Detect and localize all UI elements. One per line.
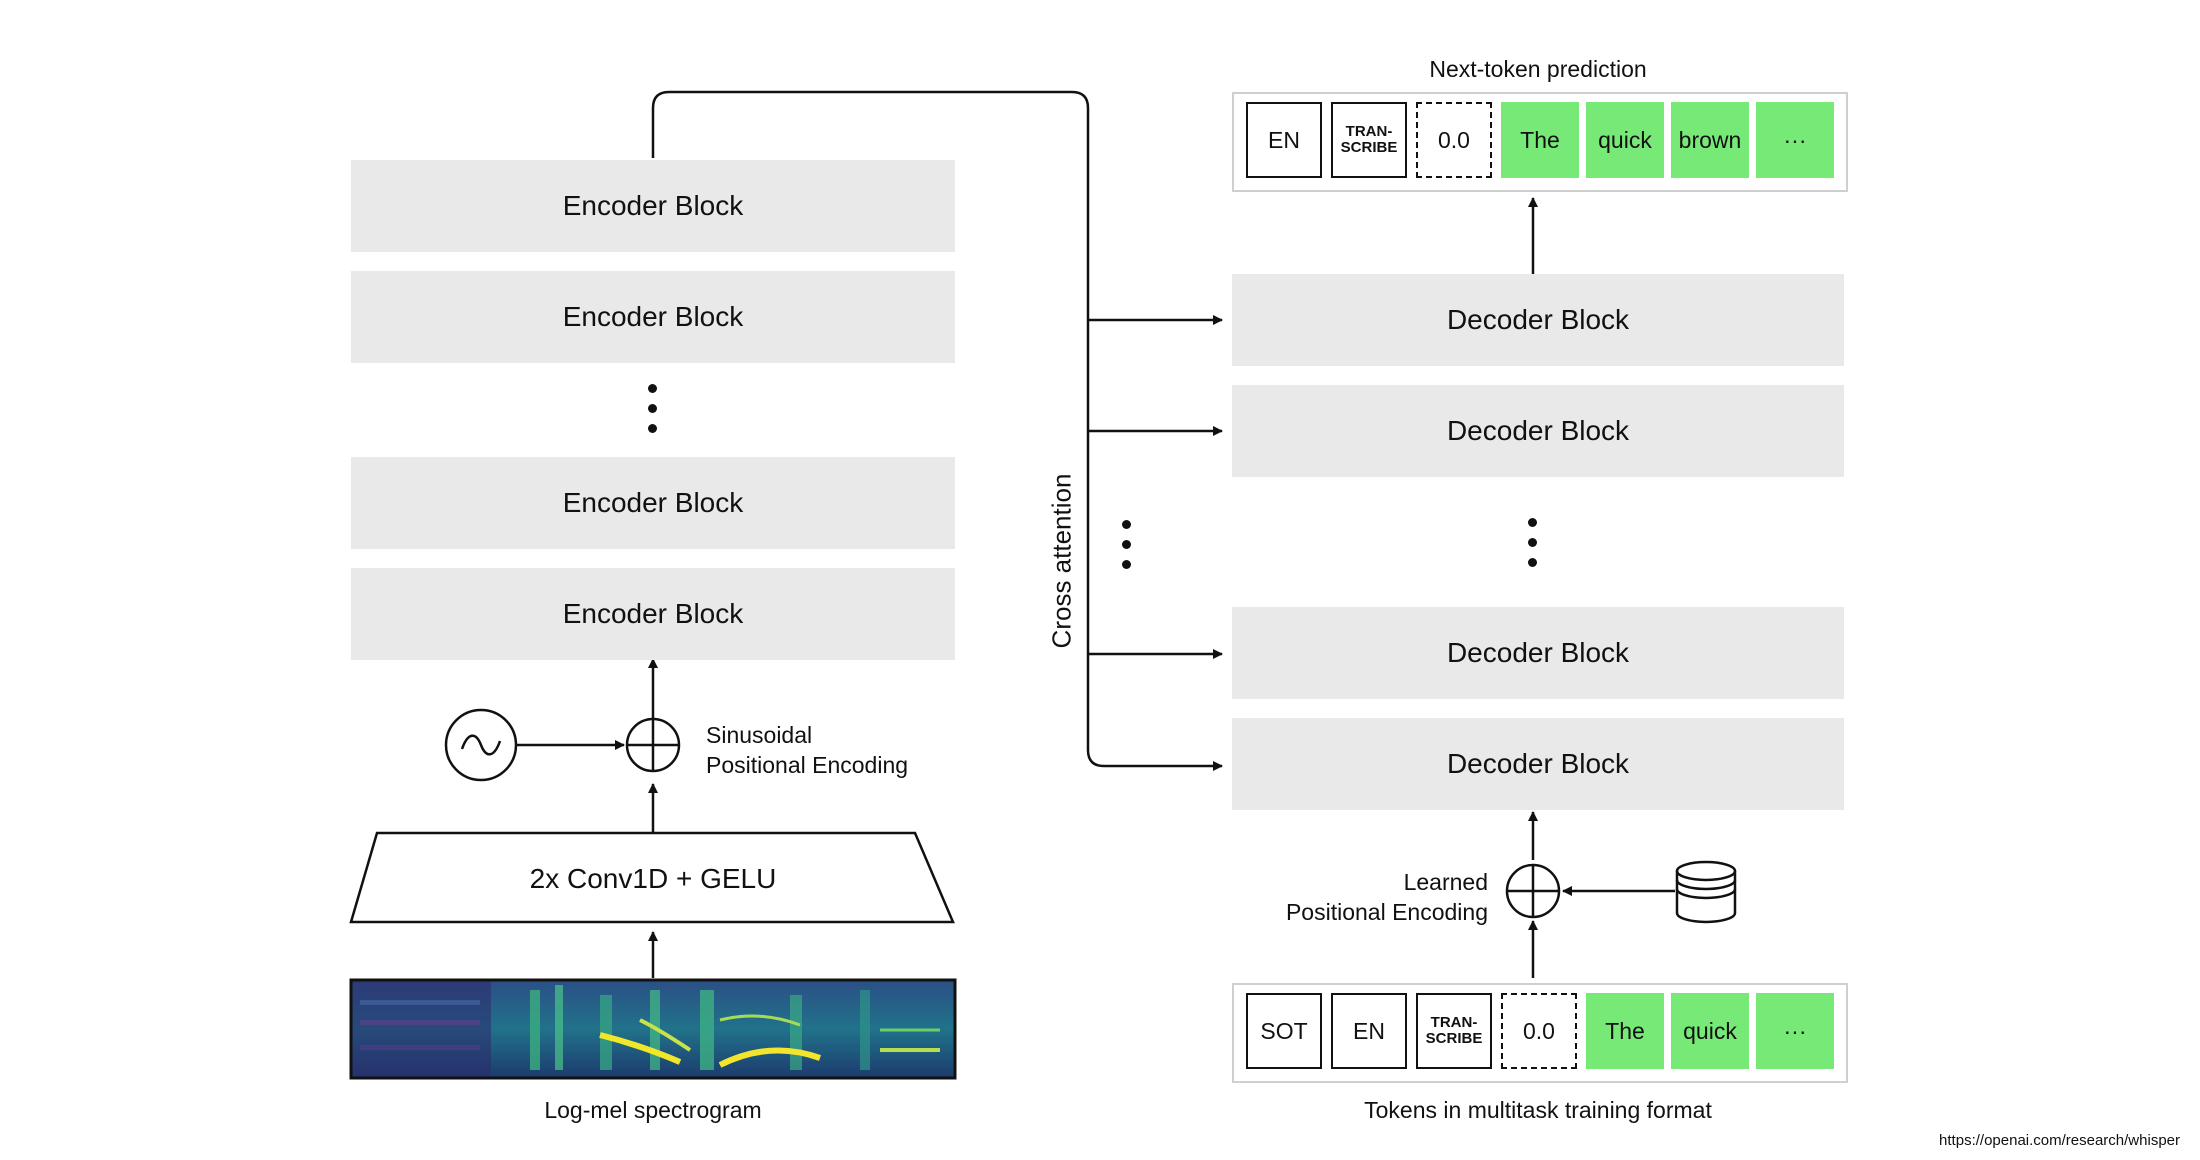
output-token: brown	[1671, 102, 1749, 178]
output-token: quick	[1586, 102, 1664, 178]
spectrogram-caption: Log-mel spectrogram	[544, 1097, 762, 1123]
encoder-block-4: Encoder Block	[351, 160, 955, 252]
encoder-add-icon	[625, 717, 681, 773]
sinusoid-icon	[444, 708, 518, 782]
conv-block-shape	[349, 831, 955, 924]
sinusoidal-label-line2: Positional Encoding	[706, 752, 909, 778]
encoder-block-2: Encoder Block	[351, 457, 955, 549]
tokens-caption: Tokens in multitask training format	[1364, 1097, 1712, 1123]
cross-attention-ellipsis-icon	[1122, 520, 1132, 580]
decoder-block-4: Decoder Block	[1232, 274, 1844, 366]
database-icon	[1675, 860, 1737, 924]
output-token-text: TRAN- SCRIBE	[1340, 123, 1398, 156]
decoder-add-icon	[1505, 863, 1561, 919]
learned-label-line1: Learned	[1403, 869, 1488, 895]
input-token-text: TRAN- SCRIBE	[1425, 1014, 1483, 1047]
decoder-ellipsis-icon	[1528, 518, 1538, 578]
spectrogram-image	[349, 978, 957, 1080]
input-token-row: SOT EN TRAN- SCRIBE 0.0 The quick ···	[1232, 983, 1848, 1083]
input-token: TRAN- SCRIBE	[1416, 993, 1492, 1069]
decoder-block-3: Decoder Block	[1232, 385, 1844, 477]
input-token: ···	[1756, 993, 1834, 1069]
sinusoidal-label-line1: Sinusoidal	[706, 722, 813, 748]
output-token-row: EN TRAN- SCRIBE 0.0 The quick brown ···	[1232, 92, 1848, 192]
encoder-block-1: Encoder Block	[351, 568, 955, 660]
encoder-output-line	[651, 90, 1223, 771]
output-token: 0.0	[1416, 102, 1492, 178]
input-token: 0.0	[1501, 993, 1577, 1069]
decoder-block-2: Decoder Block	[1232, 607, 1844, 699]
output-caption: Next-token prediction	[1429, 56, 1647, 82]
decoder-block-1: Decoder Block	[1232, 718, 1844, 810]
input-token: SOT	[1246, 993, 1322, 1069]
source-url: https://openai.com/research/whisper	[1939, 1132, 2180, 1149]
cross-attention-label: Cross attention	[1046, 473, 1077, 649]
encoder-ellipsis-icon	[648, 384, 658, 444]
input-token: quick	[1671, 993, 1749, 1069]
input-token: EN	[1331, 993, 1407, 1069]
output-token: ···	[1756, 102, 1834, 178]
conv-block-label: 2x Conv1D + GELU	[529, 863, 777, 894]
output-token: EN	[1246, 102, 1322, 178]
output-token: The	[1501, 102, 1579, 178]
learned-label-line2: Positional Encoding	[1285, 899, 1488, 925]
input-token: The	[1586, 993, 1664, 1069]
encoder-block-3: Encoder Block	[351, 271, 955, 363]
output-token: TRAN- SCRIBE	[1331, 102, 1407, 178]
